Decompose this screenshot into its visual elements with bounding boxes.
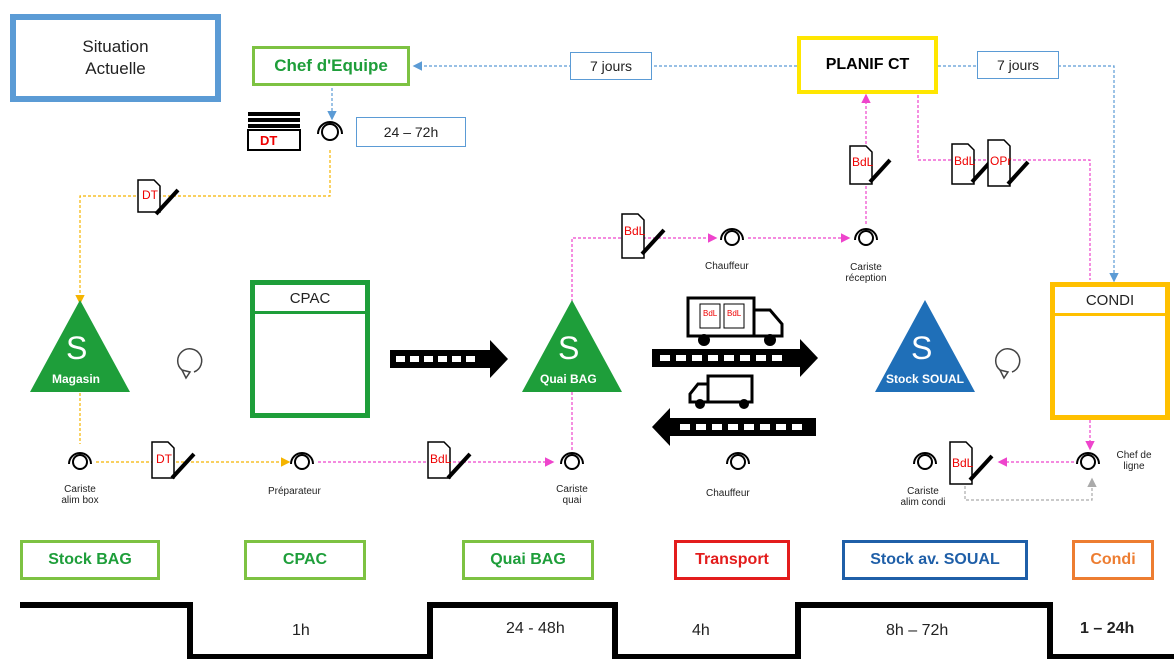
cpac-process-title: CPAC (255, 285, 365, 314)
operator-label-cariste-reception: Cariste réception (845, 262, 887, 284)
operator-label-cariste-alim-box: Cariste alim box (61, 484, 99, 506)
rotation-icon-soual (994, 348, 1021, 380)
svg-text:BdL: BdL (727, 309, 742, 318)
doc-label-bdl-quai: BdL (624, 224, 646, 238)
jours-right-box: 7 jours (977, 51, 1059, 79)
doc-pencil-icon-bdl-alim-condi (949, 441, 994, 485)
operator-icon-chauffeur-top (720, 228, 744, 246)
zone-box: Stock BAG (20, 540, 160, 580)
operator-label-chauffeur-bottom: Chauffeur (706, 488, 750, 499)
zone-label: Stock av. SOUAL (870, 551, 1000, 568)
operator-icon-chauffeur-bottom (726, 452, 750, 470)
doc-pencil-icon-bdl-reception (849, 145, 892, 185)
stock-triangle-magasin (30, 300, 130, 392)
zone-label: Condi (1090, 551, 1136, 568)
doc-pencil-icon-opr (987, 139, 1030, 187)
zone-label: CPAC (282, 551, 328, 568)
situation-line2: Actuelle (85, 59, 146, 78)
stock-soual-letter: S (911, 330, 933, 366)
stock-triangle-soual (875, 300, 975, 392)
dt-stack-label: DT (260, 133, 278, 148)
operator-label-cariste-alim-condi: Cariste alim condi (900, 486, 946, 508)
doc-label-bdl-bottom: BdL (430, 452, 452, 466)
push-arrow-to-soual (652, 339, 818, 377)
jours-left-box: 7 jours (570, 52, 652, 80)
timeline-value-5: 1 – 24h (1080, 620, 1135, 637)
doc-label-bdl-reception: BdL (852, 155, 874, 169)
timeline-value-3: 4h (692, 622, 710, 639)
zone-label: Transport (695, 551, 769, 568)
stock-quai-letter: S (558, 330, 580, 366)
dt-flow-to-magasin (75, 150, 331, 305)
timeline-value-4: 8h – 72h (886, 622, 949, 639)
operator-icon-chef-de-ligne (1076, 452, 1100, 470)
doc-label-dt-bottom: DT (156, 452, 172, 466)
jours-right-label: 7 jours (996, 57, 1040, 73)
condi-process-title: CONDI (1055, 287, 1165, 316)
zone-label: Quai BAG (490, 551, 566, 568)
info-flow-planif-condi (938, 65, 1119, 283)
operator-label-chef-de-ligne: Chef de ligne (1116, 450, 1152, 472)
bdl-flow-to-chauffeur (571, 233, 718, 302)
situation-box: Situation Actuelle (10, 14, 221, 102)
zone-box: Stock av. SOUAL (842, 540, 1028, 580)
push-arrow-return (652, 408, 816, 446)
grey-return-flow (964, 477, 1097, 501)
delay-box: 24 – 72h (356, 117, 466, 147)
timeline-line (20, 602, 1174, 659)
svg-text:BdL: BdL (703, 309, 718, 318)
operator-icon-cariste-reception (854, 228, 878, 246)
planif-box: PLANIF CT (797, 36, 938, 94)
doc-label-opr: OPr (990, 154, 1012, 168)
operator-label-chauffeur-top: Chauffeur (705, 261, 749, 272)
operator-icon-preparateur (290, 452, 314, 470)
zone-label: Stock BAG (48, 551, 132, 568)
delay-label: 24 – 72h (383, 124, 439, 140)
doc-pencil-icon-dt-left (137, 179, 180, 216)
operator-label-cariste-quai: Cariste quai (556, 484, 588, 506)
stock-magasin-label: Magasin (52, 372, 101, 386)
doc-label-bdl-condi: BdL (954, 154, 976, 168)
timeline-value-2: 24 - 48h (506, 620, 565, 637)
zone-box: Transport (674, 540, 790, 580)
dt-stack-icon (247, 112, 301, 151)
doc-pencil-icon-bdl-bottom (427, 441, 472, 480)
chef-equipe-label: Chef d'Equipe (274, 56, 388, 75)
push-arrow-cpac-quai (390, 340, 508, 378)
zone-box: Quai BAG (462, 540, 594, 580)
stock-triangle-quai (522, 300, 622, 392)
doc-pencil-icon-dt-bottom (151, 441, 196, 480)
rotation-icon-magasin (176, 348, 203, 380)
operator-icon-cariste-alim-condi (913, 452, 937, 470)
zone-box: Condi (1072, 540, 1154, 580)
jours-left-label: 7 jours (589, 58, 633, 74)
condi-process-box: CONDI (1050, 282, 1170, 420)
doc-pencil-icon-bdl-quai (621, 213, 666, 259)
operator-label-preparateur: Préparateur (268, 486, 321, 497)
stock-quai-label: Quai BAG (540, 372, 597, 386)
stock-soual-label: Stock SOUAL (886, 372, 965, 386)
doc-label-dt-left: DT (142, 188, 158, 202)
cpac-process-box: CPAC (250, 280, 370, 418)
chef-equipe-box: Chef d'Equipe (252, 46, 410, 86)
zone-box: CPAC (244, 540, 366, 580)
doc-label-bdl-alim-condi: BdL (952, 456, 974, 470)
stock-magasin-letter: S (66, 330, 88, 366)
operator-icon-cariste-alim-box (68, 452, 92, 470)
operator-icon-cariste-quai (560, 452, 584, 470)
planif-label: PLANIF CT (825, 56, 910, 73)
truck-empty-icon (688, 374, 754, 409)
situation-line1: Situation (82, 37, 149, 56)
truck-loaded-icon: BdL BdL (686, 296, 784, 346)
operator-icon-chef-equipe (317, 121, 343, 141)
timeline-value-1: 1h (292, 622, 310, 639)
